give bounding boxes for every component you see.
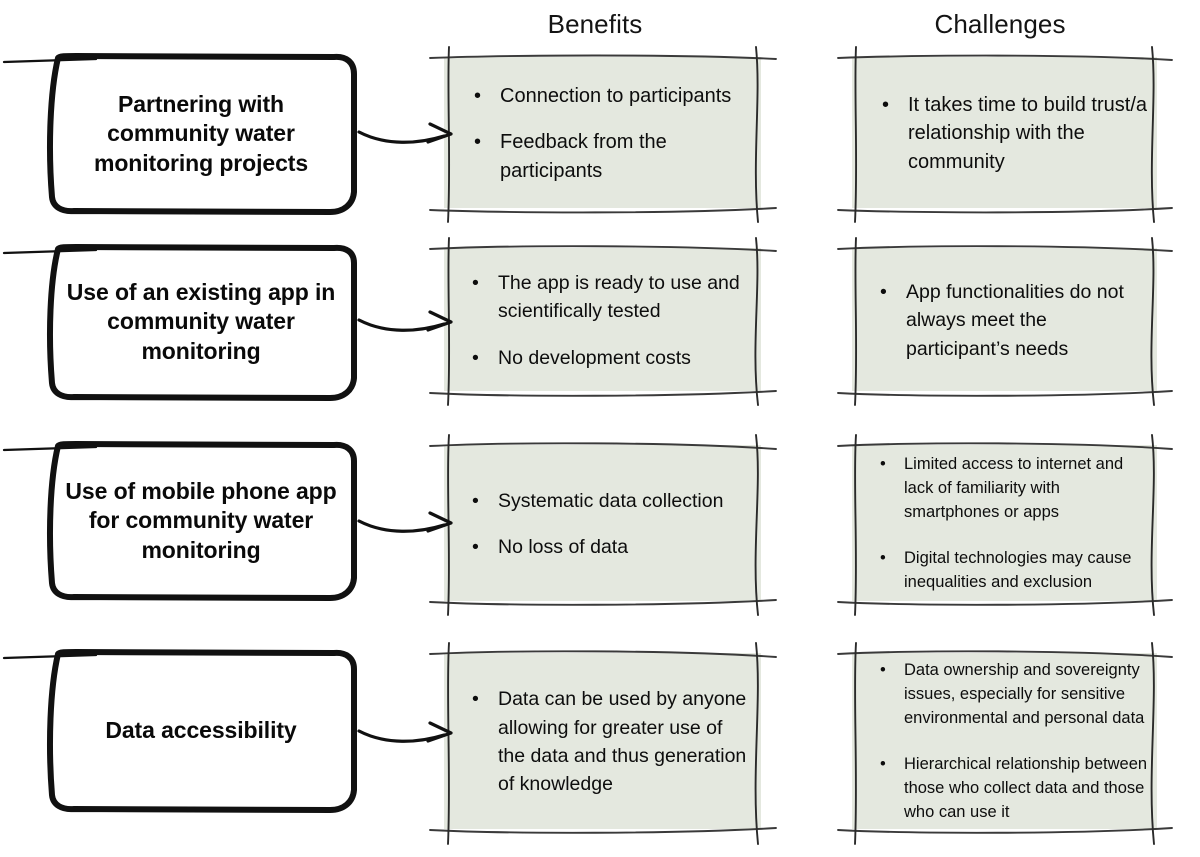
topic-box-4[interactable]: Data accessibility: [2, 648, 366, 814]
list-item: • The app is ready to use and scientific…: [448, 269, 754, 326]
list-item: • Systematic data collection: [448, 487, 754, 515]
benefits-list-4: • Data can be used by anyone allowing fo…: [438, 648, 768, 836]
list-item-text: Digital technologies may cause inequalit…: [904, 548, 1132, 591]
benefits-box-fill-2: [444, 248, 761, 391]
list-item-text: App functionalities do not always meet t…: [906, 281, 1124, 360]
bullet-dot-icon: •: [880, 548, 886, 567]
list-item: • No loss of data: [448, 533, 754, 561]
list-item-text: No loss of data: [498, 536, 629, 558]
list-item: • Connection to participants: [448, 82, 754, 110]
topic-box-3[interactable]: Use of mobile phone app for community wa…: [2, 440, 366, 602]
bullet-dot-icon: •: [880, 755, 886, 773]
challenges-box-fill-2: [852, 248, 1157, 391]
list-item-text: Hierarchical relationship between those …: [904, 755, 1148, 821]
topic-label-3: Use of mobile phone app for community wa…: [65, 477, 337, 563]
benefits-box-2[interactable]: • The app is ready to use and scientific…: [429, 237, 777, 406]
column-header-challenges: Challenges: [934, 9, 1066, 39]
challenges-list-4: • Data ownership and sovereignty issues,…: [846, 648, 1164, 836]
list-item: • Digital technologies may cause inequal…: [856, 547, 1152, 595]
benefits-box-1[interactable]: • Connection to participants • Feedback …: [429, 46, 777, 223]
list-item: • No development costs: [448, 344, 754, 372]
bullet-dot-icon: •: [882, 93, 890, 116]
bullet-dot-icon: •: [472, 489, 479, 512]
topic-label-1: Partnering with community water monitori…: [93, 90, 309, 176]
list-item-text: Connection to participants: [500, 84, 732, 107]
topic-label-4: Data accessibility: [105, 717, 297, 744]
challenges-box-fill-4: [852, 653, 1157, 829]
list-item: • Hierarchical relationship between thos…: [856, 753, 1152, 825]
challenges-list-1: • It takes time to build trust/a relatio…: [846, 52, 1164, 215]
bullet-dot-icon: •: [474, 84, 482, 107]
bullet-dot-icon: •: [880, 661, 886, 680]
bullet-dot-icon: •: [472, 272, 479, 295]
list-item: • Data ownership and sovereignty issues,…: [856, 659, 1152, 731]
benefits-box-fill-1: [444, 57, 761, 208]
topic-label-2: Use of an existing app in community wate…: [66, 278, 336, 364]
bullet-dot-icon: •: [880, 281, 887, 304]
challenges-box-fill-3: [852, 445, 1157, 601]
list-item: • It takes time to build trust/a relatio…: [856, 91, 1150, 176]
bullet-dot-icon: •: [472, 688, 479, 711]
list-item: • Limited access to internet and lack of…: [856, 453, 1152, 525]
benefits-box-fill-3: [444, 445, 761, 601]
challenges-box-1[interactable]: • It takes time to build trust/a relatio…: [837, 46, 1173, 223]
benefits-box-3[interactable]: • Systematic data collection • No loss o…: [429, 434, 777, 616]
list-item-text: It takes time to build trust/a relations…: [908, 93, 1147, 173]
list-item: • App functionalities do not always meet…: [856, 278, 1150, 363]
list-item-text: Limited access to internet and lack of f…: [904, 455, 1124, 522]
benefits-list-2: • The app is ready to use and scientific…: [438, 243, 768, 398]
list-item-text: Data can be used by anyone allowing for …: [498, 688, 747, 796]
topic-box-2[interactable]: Use of an existing app in community wate…: [2, 243, 366, 401]
list-item-text: Feedback from the participants: [500, 131, 667, 182]
challenges-box-fill-1: [852, 57, 1157, 208]
bullet-dot-icon: •: [472, 536, 479, 558]
challenges-box-3[interactable]: • Limited access to internet and lack of…: [837, 434, 1173, 616]
list-item-text: The app is ready to use and scientifical…: [498, 272, 740, 323]
list-item-text: Data ownership and sovereignty issues, e…: [904, 661, 1145, 728]
column-header-benefits: Benefits: [547, 9, 643, 39]
challenges-list-2: • App functionalities do not always meet…: [846, 243, 1164, 398]
challenges-box-2[interactable]: • App functionalities do not always meet…: [837, 237, 1173, 406]
list-item: • Feedback from the participants: [448, 128, 754, 185]
challenges-box-4[interactable]: • Data ownership and sovereignty issues,…: [837, 642, 1173, 845]
benefits-list-3: • Systematic data collection • No loss o…: [438, 440, 768, 608]
bullet-dot-icon: •: [474, 131, 482, 154]
list-item: • Data can be used by anyone allowing fo…: [448, 685, 754, 798]
benefits-list-1: • Connection to participants • Feedback …: [438, 52, 768, 215]
bullet-dot-icon: •: [880, 455, 886, 474]
list-item-text: No development costs: [498, 346, 691, 369]
benefits-box-4[interactable]: • Data can be used by anyone allowing fo…: [429, 642, 777, 845]
bullet-dot-icon: •: [472, 346, 479, 369]
list-item-text: Systematic data collection: [498, 489, 724, 512]
benefits-box-fill-4: [444, 653, 761, 829]
challenges-list-3: • Limited access to internet and lack of…: [846, 440, 1164, 608]
topic-box-1[interactable]: Partnering with community water monitori…: [2, 52, 366, 216]
